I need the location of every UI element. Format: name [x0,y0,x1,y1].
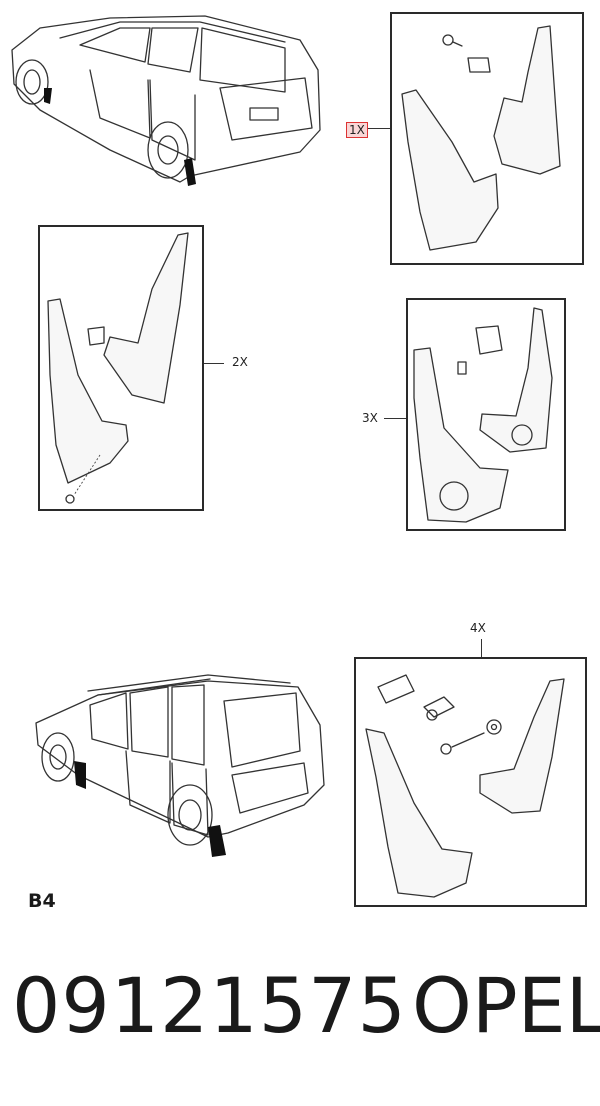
brand-name: OPEL [412,961,600,1050]
section-code: B4 [28,890,56,912]
part-number: 09121575 [12,961,407,1050]
panel-2-leader [204,363,224,364]
callout-2x: 2X [232,355,248,369]
panel-3-leader [384,418,406,419]
callout-3x: 3X [362,411,378,425]
panel-kit-3-parts [413,307,553,523]
hatchback-car-illustration [11,15,321,186]
mpv-car-illustration [35,674,325,857]
panel-kit-4-parts [365,674,565,898]
callout-4x: 4X [470,621,486,635]
panel-kit-1-parts [401,25,561,251]
panel-1-leader [368,128,390,129]
panel-kit-2-parts [47,232,189,504]
callout-1x: 1X [346,122,368,138]
panel-4-leader [481,639,482,657]
